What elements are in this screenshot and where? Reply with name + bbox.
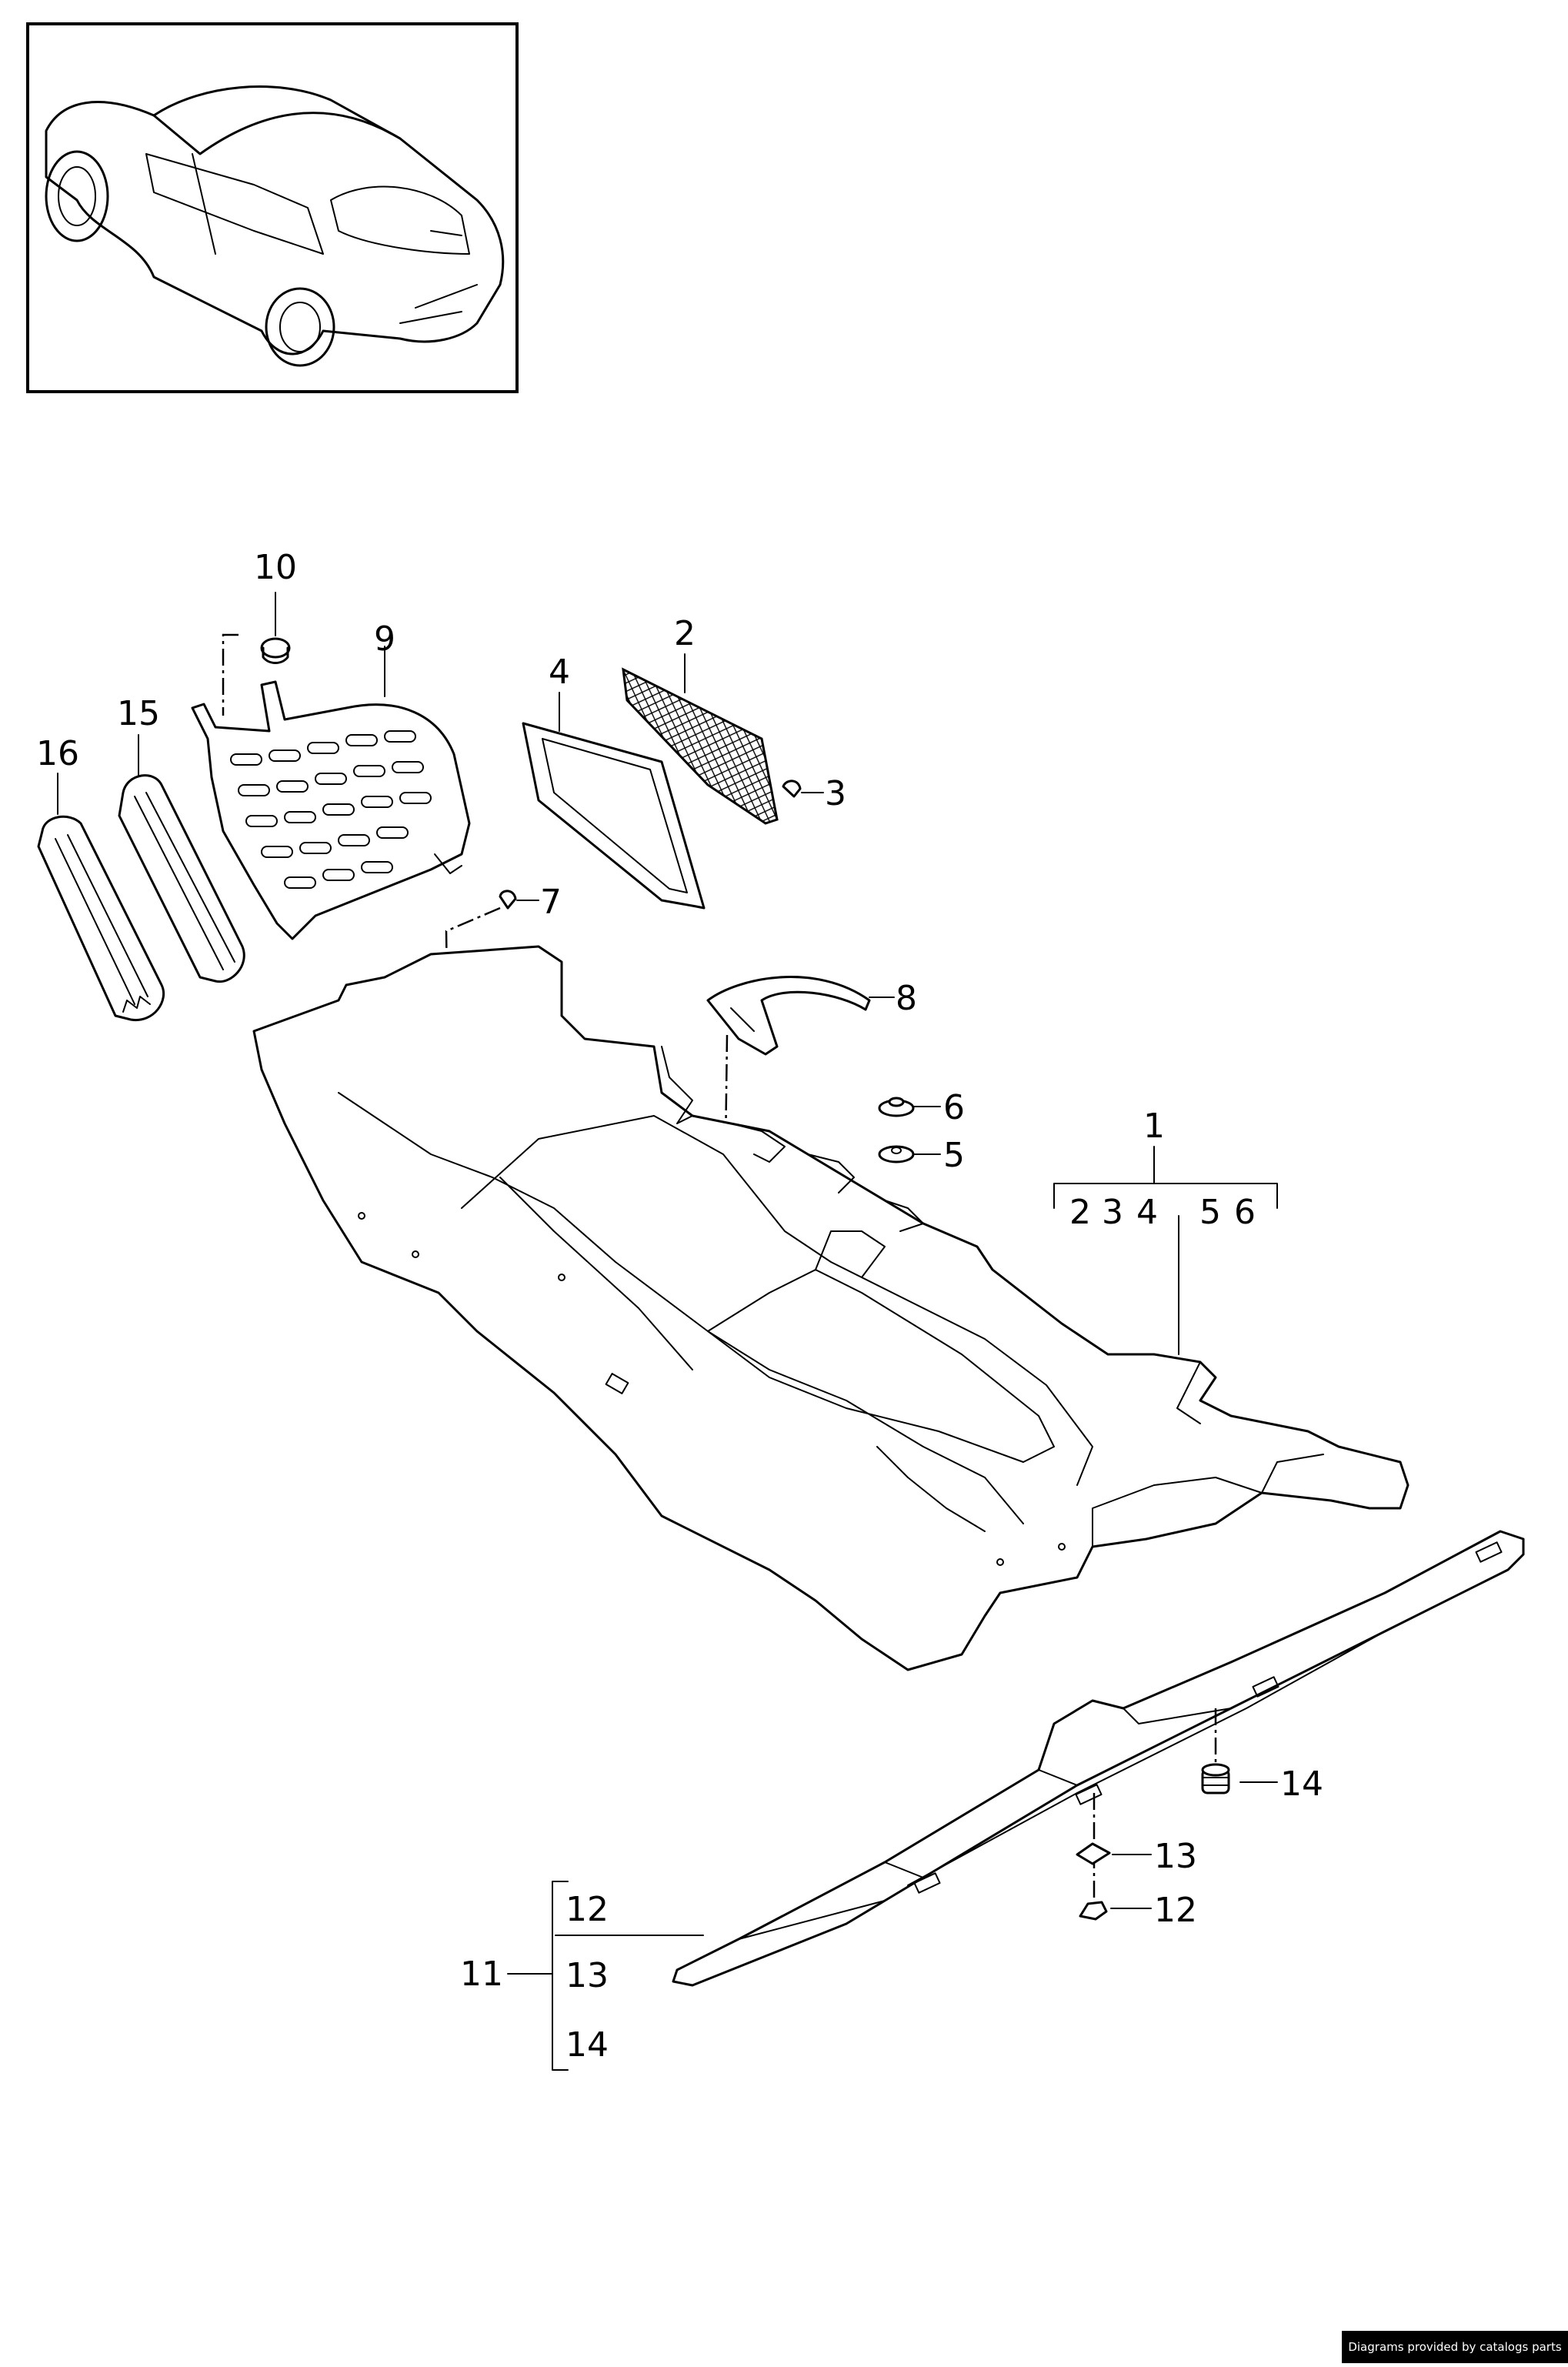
group-1-item-6: 6 xyxy=(1234,1193,1256,1232)
group-1-bracket xyxy=(1053,1146,1278,1355)
callout-8: 8 xyxy=(896,979,917,1018)
group-11-item-12: 12 xyxy=(565,1890,609,1929)
part-4-frame xyxy=(522,692,706,910)
callout-9: 9 xyxy=(374,619,395,659)
callout-16: 16 xyxy=(36,734,79,773)
callout-6: 6 xyxy=(943,1088,965,1127)
part-14-grommet xyxy=(1201,1763,1278,1794)
callout-11: 11 xyxy=(460,1955,503,1994)
part-10-nut xyxy=(260,592,291,664)
part-2-net xyxy=(622,653,779,825)
callout-3: 3 xyxy=(825,774,846,813)
callout-1: 1 xyxy=(1143,1107,1165,1146)
part-15-strip xyxy=(118,734,245,983)
credit-banner: Diagrams provided by catalogs parts xyxy=(1342,2331,1568,2363)
part-3-clip xyxy=(782,780,824,798)
callout-14: 14 xyxy=(1280,1764,1323,1804)
group-11-item-13: 13 xyxy=(565,1956,609,1995)
callout-12: 12 xyxy=(1154,1891,1197,1930)
callout-7: 7 xyxy=(540,883,562,922)
part-6-nut xyxy=(878,1097,941,1117)
callout-15: 15 xyxy=(117,694,160,733)
group-11-bracket xyxy=(507,1881,704,2071)
part-13-plate xyxy=(1076,1842,1152,1865)
callout-10: 10 xyxy=(254,548,297,587)
callout-13: 13 xyxy=(1154,1837,1197,1876)
part-9-panel xyxy=(191,633,471,940)
part-16-scuff xyxy=(37,773,165,1021)
callout-2: 2 xyxy=(674,614,696,653)
callout-4: 4 xyxy=(549,653,570,692)
group-1-item-2: 2 xyxy=(1069,1193,1091,1232)
group-1-item-3: 3 xyxy=(1102,1193,1123,1232)
part-12-clip xyxy=(1079,1901,1152,1921)
group-11-item-14: 14 xyxy=(565,2025,609,2065)
group-1-item-5: 5 xyxy=(1199,1193,1221,1232)
part-5-washer xyxy=(878,1145,941,1163)
group-1-item-4: 4 xyxy=(1136,1193,1158,1232)
callout-5: 5 xyxy=(943,1136,965,1175)
part-1-carpet xyxy=(252,945,1410,1671)
vehicle-thumbnail xyxy=(26,22,519,393)
